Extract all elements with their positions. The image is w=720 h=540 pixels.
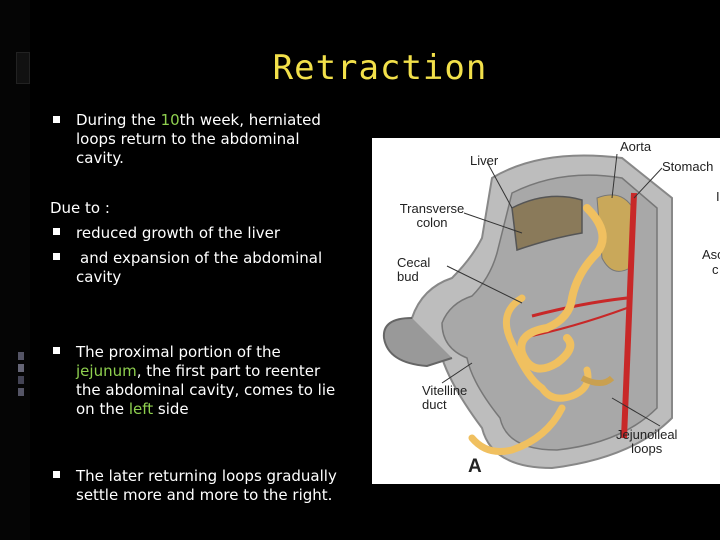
leader-line [463,212,523,234]
text: th week, herniated loops return to the a… [76,111,321,167]
label-cut-right: c [712,262,719,277]
label-liver: Liver [470,153,499,168]
panel-label: A [468,456,482,477]
liver-shape [511,195,583,252]
reason-abdomen: and expansion of the abdominal cavity [76,249,323,286]
embryo-illustration [382,153,673,470]
decor-block [16,52,30,84]
leader-line [611,397,661,427]
text: The proximal portion of the [76,343,281,361]
label-cut-right: I [716,189,720,204]
leader-line [441,362,473,384]
label-cut-right: Asc [702,247,720,262]
leader-line [611,153,618,199]
label-aorta: Aorta [620,139,652,154]
bullet-marker [53,228,60,235]
reason-liver: reduced growth of the liver [76,224,281,242]
leader-line [486,161,513,209]
slide-title: Retraction [272,48,488,88]
decor-square [18,376,24,384]
embryo-figure: Liver Aorta Stomach I Asc c Transverseco… [372,138,720,484]
leader-line [633,167,663,199]
label-line: Cecal [397,255,431,270]
text: side [153,400,189,418]
label-line: bud [397,269,419,284]
leader-line [446,265,523,304]
intestinal-loop [502,294,592,402]
label-line: Transverse [399,201,465,216]
label-line: loops [631,441,663,456]
label-line: Jejunoileal [616,427,678,442]
left-decor-band [0,0,30,540]
jejunoileal-loop [468,404,566,455]
bullet-marker [53,253,60,260]
text: During the [76,111,161,129]
bullet-jejunum: The proximal portion of the jejunum, the… [76,343,338,419]
bullet-marker [53,347,60,354]
highlight-text: jejunum [76,362,137,380]
bullet-later-loops: The later returning loops gradually sett… [76,467,337,504]
aorta-shape [621,192,637,439]
bullet-marker [53,116,60,123]
highlight-text: 10 [160,111,180,129]
decor-square [18,352,24,360]
text: , the first part to reenter the abdomina… [76,362,336,418]
intestinal-loop [517,204,607,373]
due-to-heading: Due to : [50,199,110,217]
label-line: Vitelline [422,383,468,398]
artery-branch [531,296,628,318]
cord-shape [382,317,453,368]
intestinal-loop [580,375,615,386]
label-line: duct [422,397,447,412]
label-line: colon [416,215,448,230]
decor-square [18,364,24,372]
bullet-marker [53,471,60,478]
label-stomach: Stomach [662,159,714,174]
decor-square [18,388,24,396]
highlight-text: left [128,400,154,418]
bullet-intro: During the 10th week, herniated loops re… [76,111,336,168]
